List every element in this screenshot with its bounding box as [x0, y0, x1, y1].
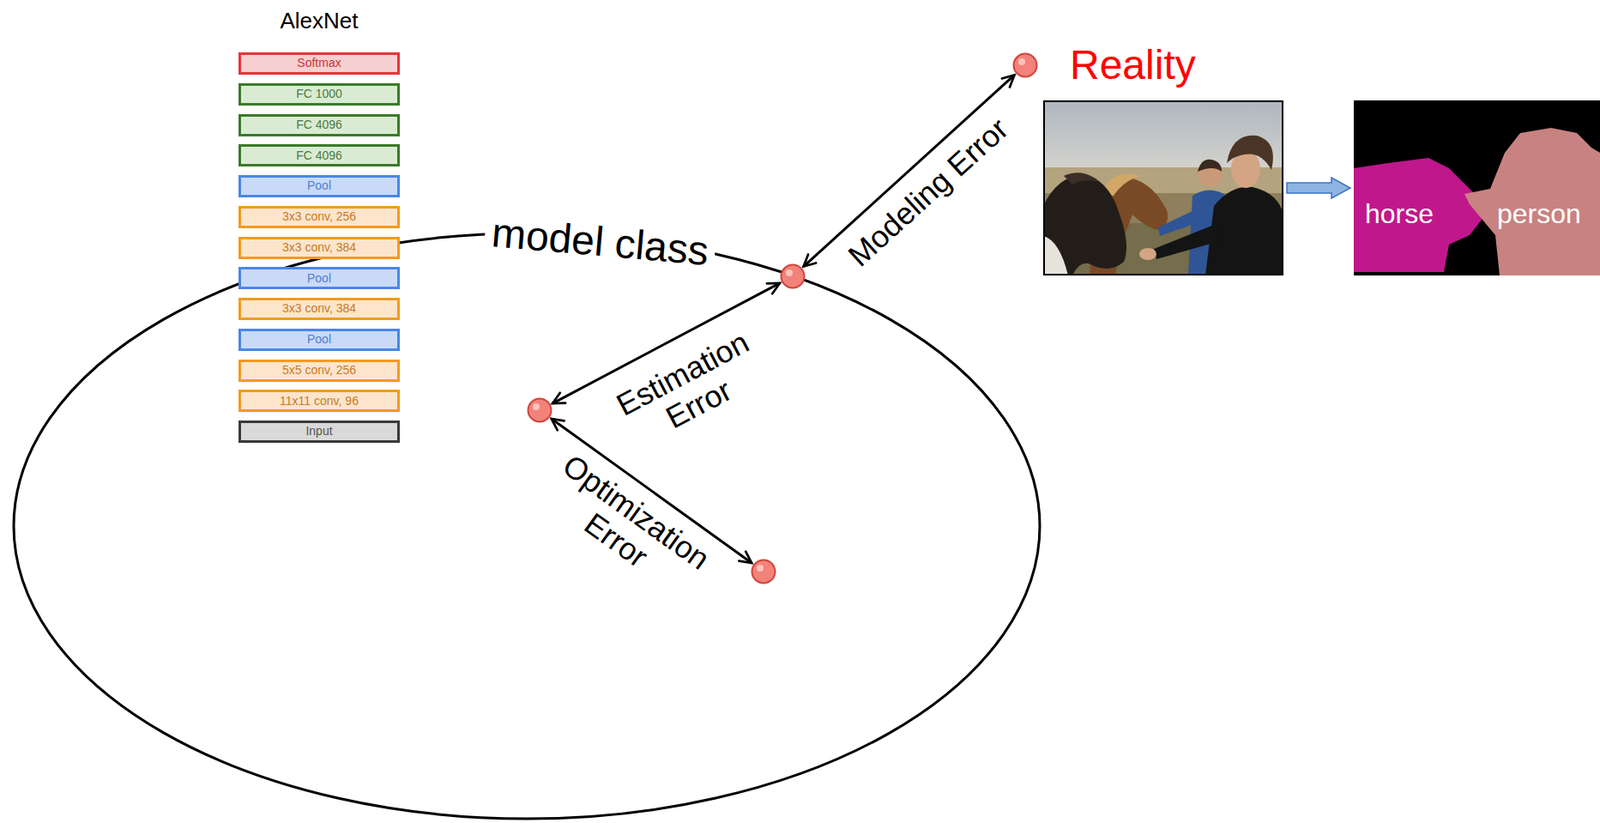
- layer-text: Pool: [307, 332, 332, 346]
- segment-text: horse: [1364, 198, 1434, 230]
- layer-box: FC 4096: [238, 114, 400, 137]
- horse-patch: [1043, 235, 1069, 276]
- region-heading: model class: [483, 207, 718, 275]
- ellipse-outline: [13, 233, 1040, 819]
- layer-text: Softmax: [296, 56, 341, 70]
- layer-box: Pool: [238, 328, 400, 351]
- dot-circle: [752, 560, 776, 584]
- point-dot: [526, 397, 553, 423]
- figure-hand: [1139, 247, 1157, 260]
- error-arrow: [803, 74, 1015, 266]
- layer-box: 3x3 conv, 384: [238, 297, 400, 320]
- layer-text: Pool: [307, 179, 332, 193]
- horse-forelock: [1063, 172, 1100, 185]
- layer-box: Pool: [238, 175, 400, 198]
- dot-shape: [1012, 52, 1039, 79]
- layer-text: FC 1000: [295, 87, 343, 101]
- block-arrow: [1286, 177, 1351, 199]
- layer-box: 11x11 conv, 96: [238, 389, 400, 412]
- layer-text: Input: [305, 424, 333, 438]
- edge-label: Modeling Error: [842, 111, 1015, 273]
- photo-frame: [1043, 100, 1284, 276]
- layer-box: Pool: [238, 266, 400, 290]
- point-dot: [779, 263, 806, 290]
- dot-highlight: [1018, 58, 1026, 66]
- layer-text: 11x11 conv, 96: [279, 394, 359, 408]
- dot-highlight: [532, 403, 540, 411]
- figure-hair: [1197, 159, 1222, 172]
- layer-box: 3x3 conv, 384: [238, 236, 400, 260]
- dot-circle: [781, 265, 805, 289]
- mask-ground: [1353, 100, 1600, 276]
- segmentation-box: horse person: [1353, 100, 1600, 276]
- mask-region-pink: [1464, 127, 1600, 276]
- figure-hair: [1226, 135, 1274, 170]
- layer-text: FC 4096: [295, 149, 343, 163]
- layer-text: 3x3 conv, 384: [282, 241, 357, 254]
- layer-box: 3x3 conv, 256: [238, 205, 400, 229]
- layer-box: 5x5 conv, 256: [238, 359, 400, 382]
- point-dot: Reality: [1012, 52, 1039, 79]
- dot-shape: [526, 397, 553, 423]
- layer-text: 3x3 conv, 384: [282, 301, 357, 315]
- layer-text: 3x3 conv, 256: [282, 210, 357, 224]
- point-dot: [750, 558, 777, 585]
- mask-region-magenta: [1353, 157, 1482, 272]
- layer-box: Input: [238, 420, 400, 443]
- dot-highlight: [785, 269, 793, 277]
- region-ellipse: model class: [12, 231, 1042, 821]
- segmentation-mask: [1353, 100, 1600, 276]
- photo-illustration: [1043, 100, 1284, 276]
- dot-circle: [1014, 54, 1038, 78]
- dark-horse: [1043, 175, 1127, 276]
- layer-text: Pool: [307, 271, 332, 285]
- segment-text: person: [1497, 198, 1582, 230]
- dot-highlight: [756, 564, 764, 572]
- layer-box: Softmax: [238, 52, 400, 75]
- layer-box: FC 1000: [238, 83, 400, 106]
- point-heading: Reality: [1069, 41, 1196, 89]
- edge-label: Estimation Error: [598, 318, 783, 459]
- layer-text: FC 4096: [295, 118, 343, 132]
- dot-shape: [750, 558, 777, 585]
- layer-box: FC 4096: [238, 144, 400, 167]
- layer-text: 5x5 conv, 256: [282, 363, 357, 377]
- dot-circle: [528, 398, 552, 423]
- dot-shape: [779, 263, 806, 290]
- ellipse-shape: [12, 231, 1042, 821]
- figure-title: AlexNet: [279, 7, 358, 35]
- edge-label: Optimization Error: [525, 440, 728, 612]
- figure-arm: [1158, 210, 1197, 236]
- figure-arm: [1153, 223, 1223, 260]
